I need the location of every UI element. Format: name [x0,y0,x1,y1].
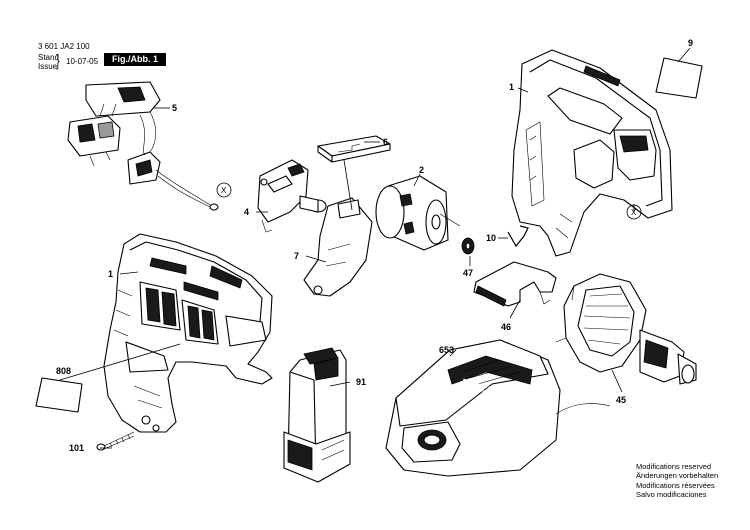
callout-6: 6 [383,137,388,147]
callout-45: 45 [616,395,626,405]
part-47-pinion [461,237,475,255]
part-9-label [655,57,703,99]
part-653-charger [385,339,611,477]
callout-x-right: X [631,208,637,217]
callout-4: 4 [244,207,249,217]
callout-808: 808 [56,366,71,376]
part-2-motor [375,175,461,251]
part-101-screw [96,431,135,451]
modifications-line-en: Modifications reserved [636,462,712,471]
callout-101: 101 [69,443,84,453]
modifications-line-es: Salvo modificaciones [636,490,707,500]
callout-1-bottom: 1 [108,269,113,279]
callout-46: 46 [501,322,511,332]
part-1-housing-half [511,49,673,257]
callout-2: 2 [419,165,424,175]
part-10-spring [507,225,529,248]
callout-10: 10 [486,233,496,243]
issue-label: Issue [38,62,58,71]
leader-lines [59,47,691,449]
part-91-battery [283,347,351,483]
callout-7: 7 [294,251,299,261]
part-4-switch-module [257,159,327,233]
callout-47: 47 [463,268,473,278]
modifications-line-fr: Modifications réservées [636,480,715,490]
part-number: 3 601 JA2 100 [38,42,90,51]
callout-653: 653 [439,345,454,355]
modifications-line-de: Änderungen vorbehalten [636,471,719,481]
callout-5: 5 [172,103,177,113]
part-6-contact-plate [317,135,391,163]
part-46-slide-lever [473,261,557,307]
part-808-label [35,377,83,413]
brace-glyph: } [56,51,60,70]
modifications-notice: Modifications reserved Änderungen vorbeh… [636,462,718,500]
stand-label: Stand [38,53,59,62]
figure-label: Fig./Abb. 1 [104,53,166,66]
callout-9: 9 [688,38,693,48]
issue-date: 10-07-05 [66,57,99,66]
part-45-gearbox [555,273,697,385]
callout-91: 91 [356,377,366,387]
part-5-switch-board [67,81,219,211]
callout-x-left: X [221,186,227,195]
part-7-trigger [303,197,373,297]
part-1-main-housing [103,233,273,433]
callout-1-top: 1 [509,82,514,92]
